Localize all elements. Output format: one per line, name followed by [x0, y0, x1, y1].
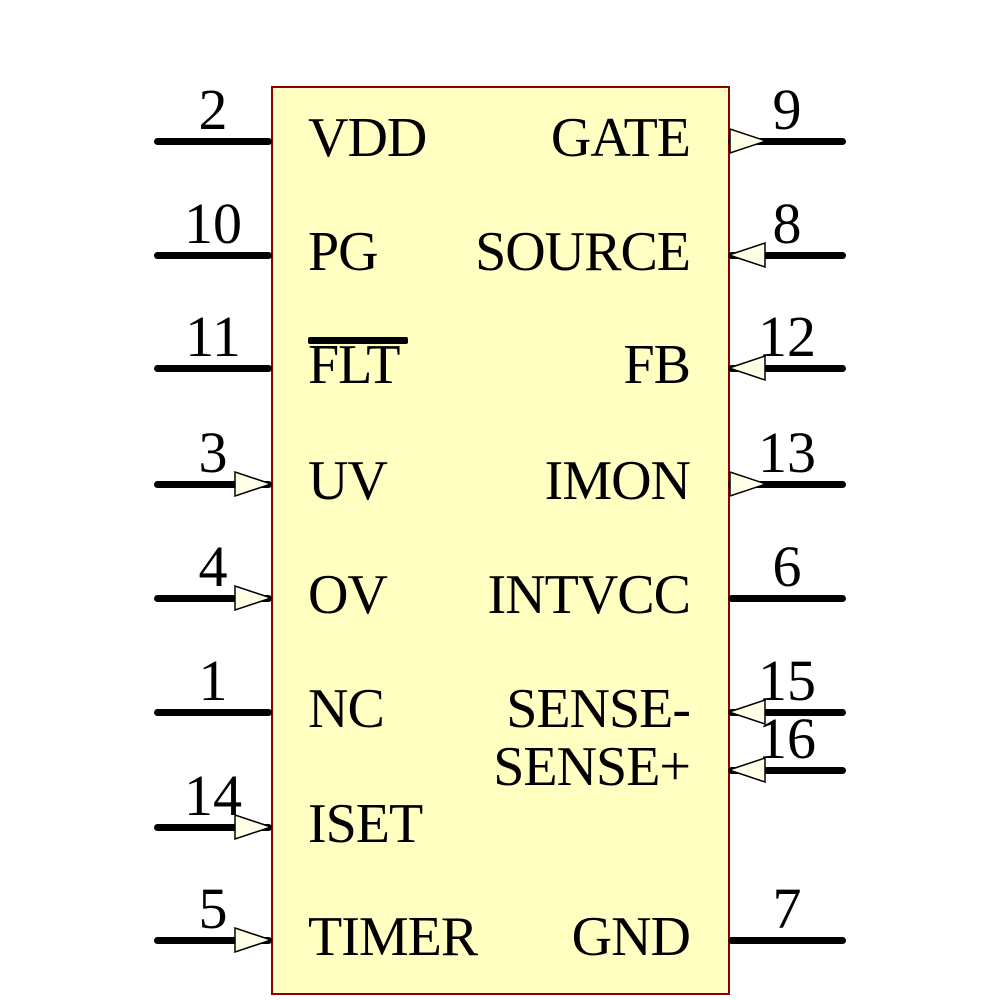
- pin-number: 16: [758, 706, 816, 771]
- pin-label: TIMER: [308, 906, 478, 968]
- pin-label: INTVCC: [487, 564, 691, 626]
- pin-arrow-in-icon: [234, 927, 272, 953]
- pin-number: 15: [758, 648, 816, 713]
- pin-line: [154, 594, 272, 602]
- pin-arrow-in-icon: [728, 699, 766, 725]
- pin-line: [154, 708, 272, 716]
- pin-line: [728, 594, 846, 602]
- pin-label: NC: [308, 678, 385, 740]
- pin-label: VDD: [308, 107, 427, 169]
- pin-arrow-in-icon: [234, 585, 272, 611]
- pin-number: 11: [185, 304, 241, 369]
- ic-body: [271, 86, 730, 995]
- pin-line: [154, 936, 272, 944]
- pin-arrow-in-icon: [234, 471, 272, 497]
- pin-line: [728, 364, 846, 372]
- pin-label: ISET: [308, 793, 423, 855]
- pin-label: FLT: [308, 334, 400, 396]
- pin-number: 2: [198, 77, 228, 142]
- pin-arrow-out-icon: [729, 471, 767, 497]
- pin-label: GND: [571, 906, 691, 968]
- pin-label: SENSE+: [493, 736, 691, 798]
- pin-label: UV: [308, 450, 388, 512]
- pin-number: 6: [772, 534, 802, 599]
- pin-number: 9: [772, 77, 802, 142]
- pin-arrow-in-icon: [728, 242, 766, 268]
- pin-line: [728, 480, 846, 488]
- pin-label: GATE: [550, 107, 691, 169]
- pin-line: [728, 708, 846, 716]
- pin-line: [154, 251, 272, 259]
- pin-arrow-in-icon: [234, 814, 272, 840]
- pin-line: [154, 480, 272, 488]
- pin-arrow-in-icon: [728, 355, 766, 381]
- pin-number: 8: [772, 191, 802, 256]
- pin-label: SENSE-: [506, 678, 691, 740]
- pin-number: 14: [184, 763, 242, 828]
- pin-label: FB: [623, 334, 692, 396]
- pin-label: IMON: [544, 450, 691, 512]
- pin-arrow-in-icon: [728, 757, 766, 783]
- pin-number: 13: [758, 420, 816, 485]
- pin-label: OV: [308, 564, 388, 626]
- pin-label: SOURCE: [475, 221, 691, 283]
- pin-line: [154, 137, 272, 145]
- pin-number: 4: [198, 534, 228, 599]
- pin-line: [154, 364, 272, 372]
- pin-line: [728, 251, 846, 259]
- pin-number: 12: [758, 304, 816, 369]
- pin-line: [728, 137, 846, 145]
- pin-number: 1: [198, 648, 228, 713]
- pin-number: 10: [184, 191, 242, 256]
- pin-line: [154, 823, 272, 831]
- active-low-overline: [308, 337, 408, 344]
- pin-label: PG: [308, 221, 379, 283]
- pin-number: 3: [198, 420, 228, 485]
- pin-arrow-out-icon: [729, 128, 767, 154]
- pin-line: [728, 936, 846, 944]
- pin-number: 5: [198, 876, 228, 941]
- pin-number: 7: [772, 876, 802, 941]
- pin-line: [728, 766, 846, 774]
